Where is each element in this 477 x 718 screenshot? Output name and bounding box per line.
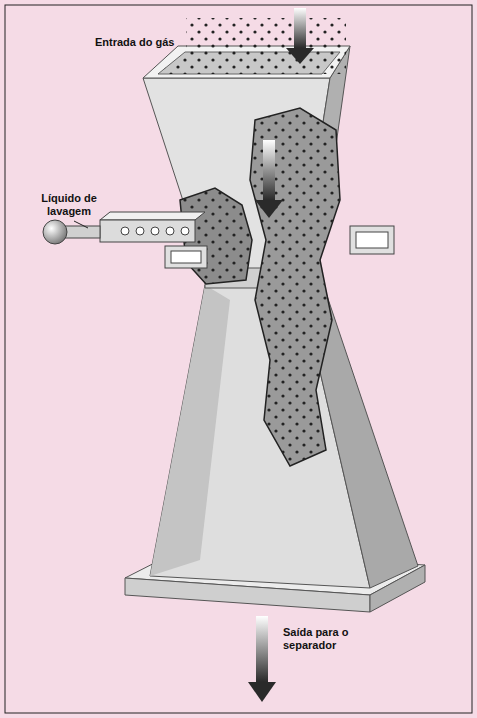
nozzle-hole: [151, 227, 159, 235]
label: Saída para o separador: [283, 626, 363, 652]
flow-arrow: [294, 8, 306, 48]
nozzle-hole: [136, 227, 144, 235]
pipe-neck: [64, 226, 100, 238]
pipe-knob: [43, 220, 67, 244]
nozzle-hole: [181, 227, 189, 235]
nozzle-hole: [121, 227, 129, 235]
duct-right: [350, 226, 394, 254]
spray-pipe: [100, 220, 195, 242]
gas-particles: [158, 18, 346, 74]
cutaway-right: [250, 108, 340, 466]
diffuser-shade: [150, 285, 230, 576]
arrow-head: [286, 48, 314, 64]
duct-opening: [171, 251, 201, 263]
leader-line: [74, 221, 88, 228]
arrow-head: [255, 200, 283, 218]
arrow-head: [248, 682, 276, 702]
duct-opening: [356, 232, 388, 248]
nozzle-hole: [166, 227, 174, 235]
duct-left: [165, 246, 207, 268]
flow-arrow: [263, 140, 275, 200]
flow-arrow: [256, 616, 268, 682]
pipe-top: [100, 212, 205, 220]
label: Entrada do gás: [95, 36, 185, 49]
droplets: [250, 108, 340, 466]
frame: [5, 5, 472, 713]
label: Líquido de lavagem: [24, 192, 114, 218]
